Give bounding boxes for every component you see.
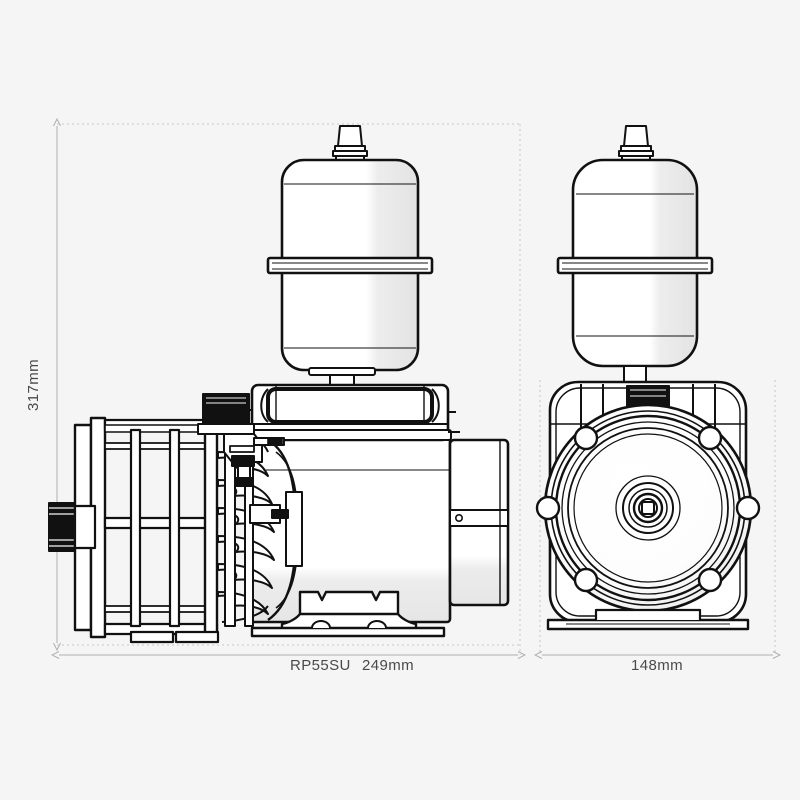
cowl-rib-2 [129, 428, 142, 628]
terminal-box [246, 383, 460, 442]
air-valve-cap [332, 125, 368, 161]
width-side-dimension-label: 249mm [362, 657, 414, 674]
terminal-box-lid [266, 387, 434, 424]
inlet-port [48, 502, 76, 552]
height-dimension-label: 317mm [25, 359, 42, 411]
junction-box-screw [454, 513, 463, 522]
air-valve-cap-end [618, 125, 654, 161]
width-end-dimension-label: 148mm [631, 657, 683, 674]
cowl-rib-4 [203, 416, 219, 639]
pump-head-assembly [48, 393, 303, 644]
mounting-boss-right [735, 495, 761, 521]
dimension-lines [57, 124, 775, 655]
motor-end-plate [535, 403, 761, 613]
mounting-boss-tl [573, 425, 599, 451]
mounting-boss-left [535, 495, 561, 521]
mounting-boss-bl [573, 567, 599, 593]
junction-box-band [449, 509, 509, 527]
mounting-foot [250, 590, 446, 638]
end-view [535, 125, 761, 631]
pressure-switch [197, 393, 285, 487]
terminal-box-right-bracket [431, 388, 440, 423]
accumulator-vessel [266, 125, 434, 389]
mounting-boss-tr [697, 425, 723, 451]
side-view [48, 125, 510, 644]
terminal-box-left-bracket [260, 388, 269, 423]
vessel-clamp-band-end [556, 256, 714, 275]
shaft-hub [615, 475, 681, 541]
vessel-clamp-band [266, 256, 434, 275]
mounting-boss-br [697, 567, 723, 593]
base-plate [250, 626, 446, 638]
base-plate-end [546, 608, 750, 631]
cowl-rib-3 [168, 428, 181, 628]
model-label: RP55SU [290, 657, 351, 674]
junction-box [448, 438, 510, 607]
